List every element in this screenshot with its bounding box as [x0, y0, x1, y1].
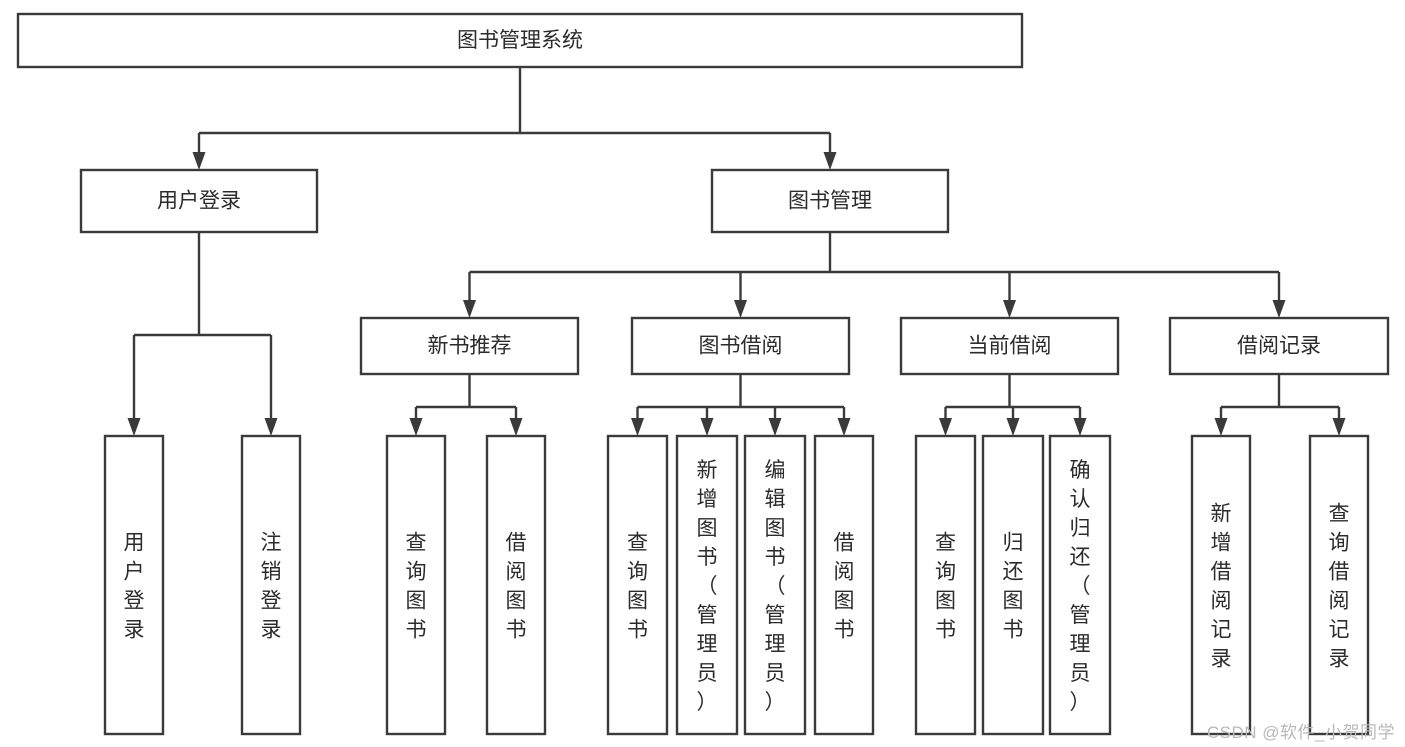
node-box [914, 434, 977, 736]
node-l-cu-confirm[interactable]: 确认归还（管理员） [1048, 434, 1112, 736]
node-box [79, 168, 319, 234]
node-box [630, 316, 851, 376]
node-box [899, 316, 1120, 376]
node-label: 图书借阅 [699, 335, 783, 358]
node-box [710, 168, 950, 234]
edge-arrowhead [768, 418, 782, 436]
nodes-layer: 图书管理系统用户登录图书管理新书推荐图书借阅当前借阅借阅记录用户登录注销登录查询… [16, 12, 1390, 736]
node-label: 当前借阅 [968, 335, 1052, 358]
node-box [240, 434, 302, 736]
node-label: 图书管理系统 [457, 29, 583, 52]
node-box [1168, 316, 1390, 376]
node-l-nb-borrow[interactable]: 借阅图书 [485, 434, 547, 736]
node-label: 用户登录 [157, 190, 241, 213]
edge-arrowhead [1006, 418, 1020, 436]
node-label: 借阅图书 [506, 532, 527, 642]
node-label: 查询图书 [406, 532, 427, 642]
edge-arrowhead [700, 418, 714, 436]
node-n-current[interactable]: 当前借阅 [899, 316, 1120, 376]
node-label: 新增借阅记录 [1211, 503, 1232, 671]
edge-arrowhead [409, 418, 423, 436]
node-box [743, 434, 807, 736]
node-label: 查询图书 [627, 532, 648, 642]
node-l-cu-return[interactable]: 归还图书 [981, 434, 1045, 736]
node-l-bk-lend[interactable]: 借阅图书 [813, 434, 875, 736]
edge-arrowhead [192, 152, 206, 170]
node-box [1308, 434, 1370, 736]
edge-arrowhead [631, 418, 644, 436]
node-l-bk-query[interactable]: 查询图书 [606, 434, 669, 736]
edge-arrowhead [1003, 300, 1016, 318]
node-box [606, 434, 669, 736]
node-n-login[interactable]: 用户登录 [79, 168, 319, 234]
node-box [103, 434, 165, 736]
node-l-bk-edit[interactable]: 编辑图书（管理员） [743, 434, 807, 736]
node-n-borrow[interactable]: 图书借阅 [630, 316, 851, 376]
edge-arrowhead [127, 418, 141, 436]
edge-arrowhead [939, 418, 952, 436]
edge-arrowhead [734, 300, 747, 318]
node-l-rc-query[interactable]: 查询借阅记录 [1308, 434, 1370, 736]
node-box [1190, 434, 1252, 736]
node-n-new-book[interactable]: 新书推荐 [359, 316, 580, 376]
edge-arrowhead [837, 418, 851, 436]
node-label: 查询图书 [935, 532, 956, 642]
node-label: 新书推荐 [428, 335, 512, 358]
node-n-book-mgmt[interactable]: 图书管理 [710, 168, 950, 234]
edge-arrowhead [1332, 418, 1346, 436]
node-root[interactable]: 图书管理系统 [16, 12, 1024, 69]
node-n-record[interactable]: 借阅记录 [1168, 316, 1390, 376]
edge-arrowhead [264, 418, 278, 436]
node-box [813, 434, 875, 736]
node-box [1048, 434, 1112, 736]
node-l-cu-query[interactable]: 查询图书 [914, 434, 977, 736]
node-label: 归还图书 [1003, 532, 1024, 642]
node-l-bk-add[interactable]: 新增图书（管理员） [675, 434, 739, 736]
node-box [359, 316, 580, 376]
node-l-nb-query[interactable]: 查询图书 [385, 434, 447, 736]
node-label: 用户登录 [124, 532, 145, 642]
node-box [485, 434, 547, 736]
edge-arrowhead [823, 152, 837, 170]
node-box [981, 434, 1045, 736]
edge-arrowhead [463, 300, 476, 318]
node-label: 查询借阅记录 [1329, 503, 1350, 671]
edge-arrowhead [1073, 418, 1087, 436]
node-label: 确认归还（管理员） [1070, 459, 1091, 714]
node-box [385, 434, 447, 736]
node-label: 借阅图书 [834, 532, 855, 642]
node-label: 编辑图书（管理员） [765, 459, 786, 714]
node-label: 注销登录 [261, 532, 282, 642]
edge-arrowhead [1272, 300, 1286, 318]
node-label: 借阅记录 [1237, 335, 1321, 358]
node-l-user-logout[interactable]: 注销登录 [240, 434, 302, 736]
node-box [675, 434, 739, 736]
node-box [16, 12, 1024, 69]
edge-arrowhead [509, 418, 523, 436]
node-l-rc-add[interactable]: 新增借阅记录 [1190, 434, 1252, 736]
edges-layer [127, 67, 1346, 436]
edge-arrowhead [1214, 418, 1228, 436]
node-l-user-login[interactable]: 用户登录 [103, 434, 165, 736]
node-label: 新增图书（管理员） [697, 459, 718, 714]
node-label: 图书管理 [788, 190, 872, 213]
